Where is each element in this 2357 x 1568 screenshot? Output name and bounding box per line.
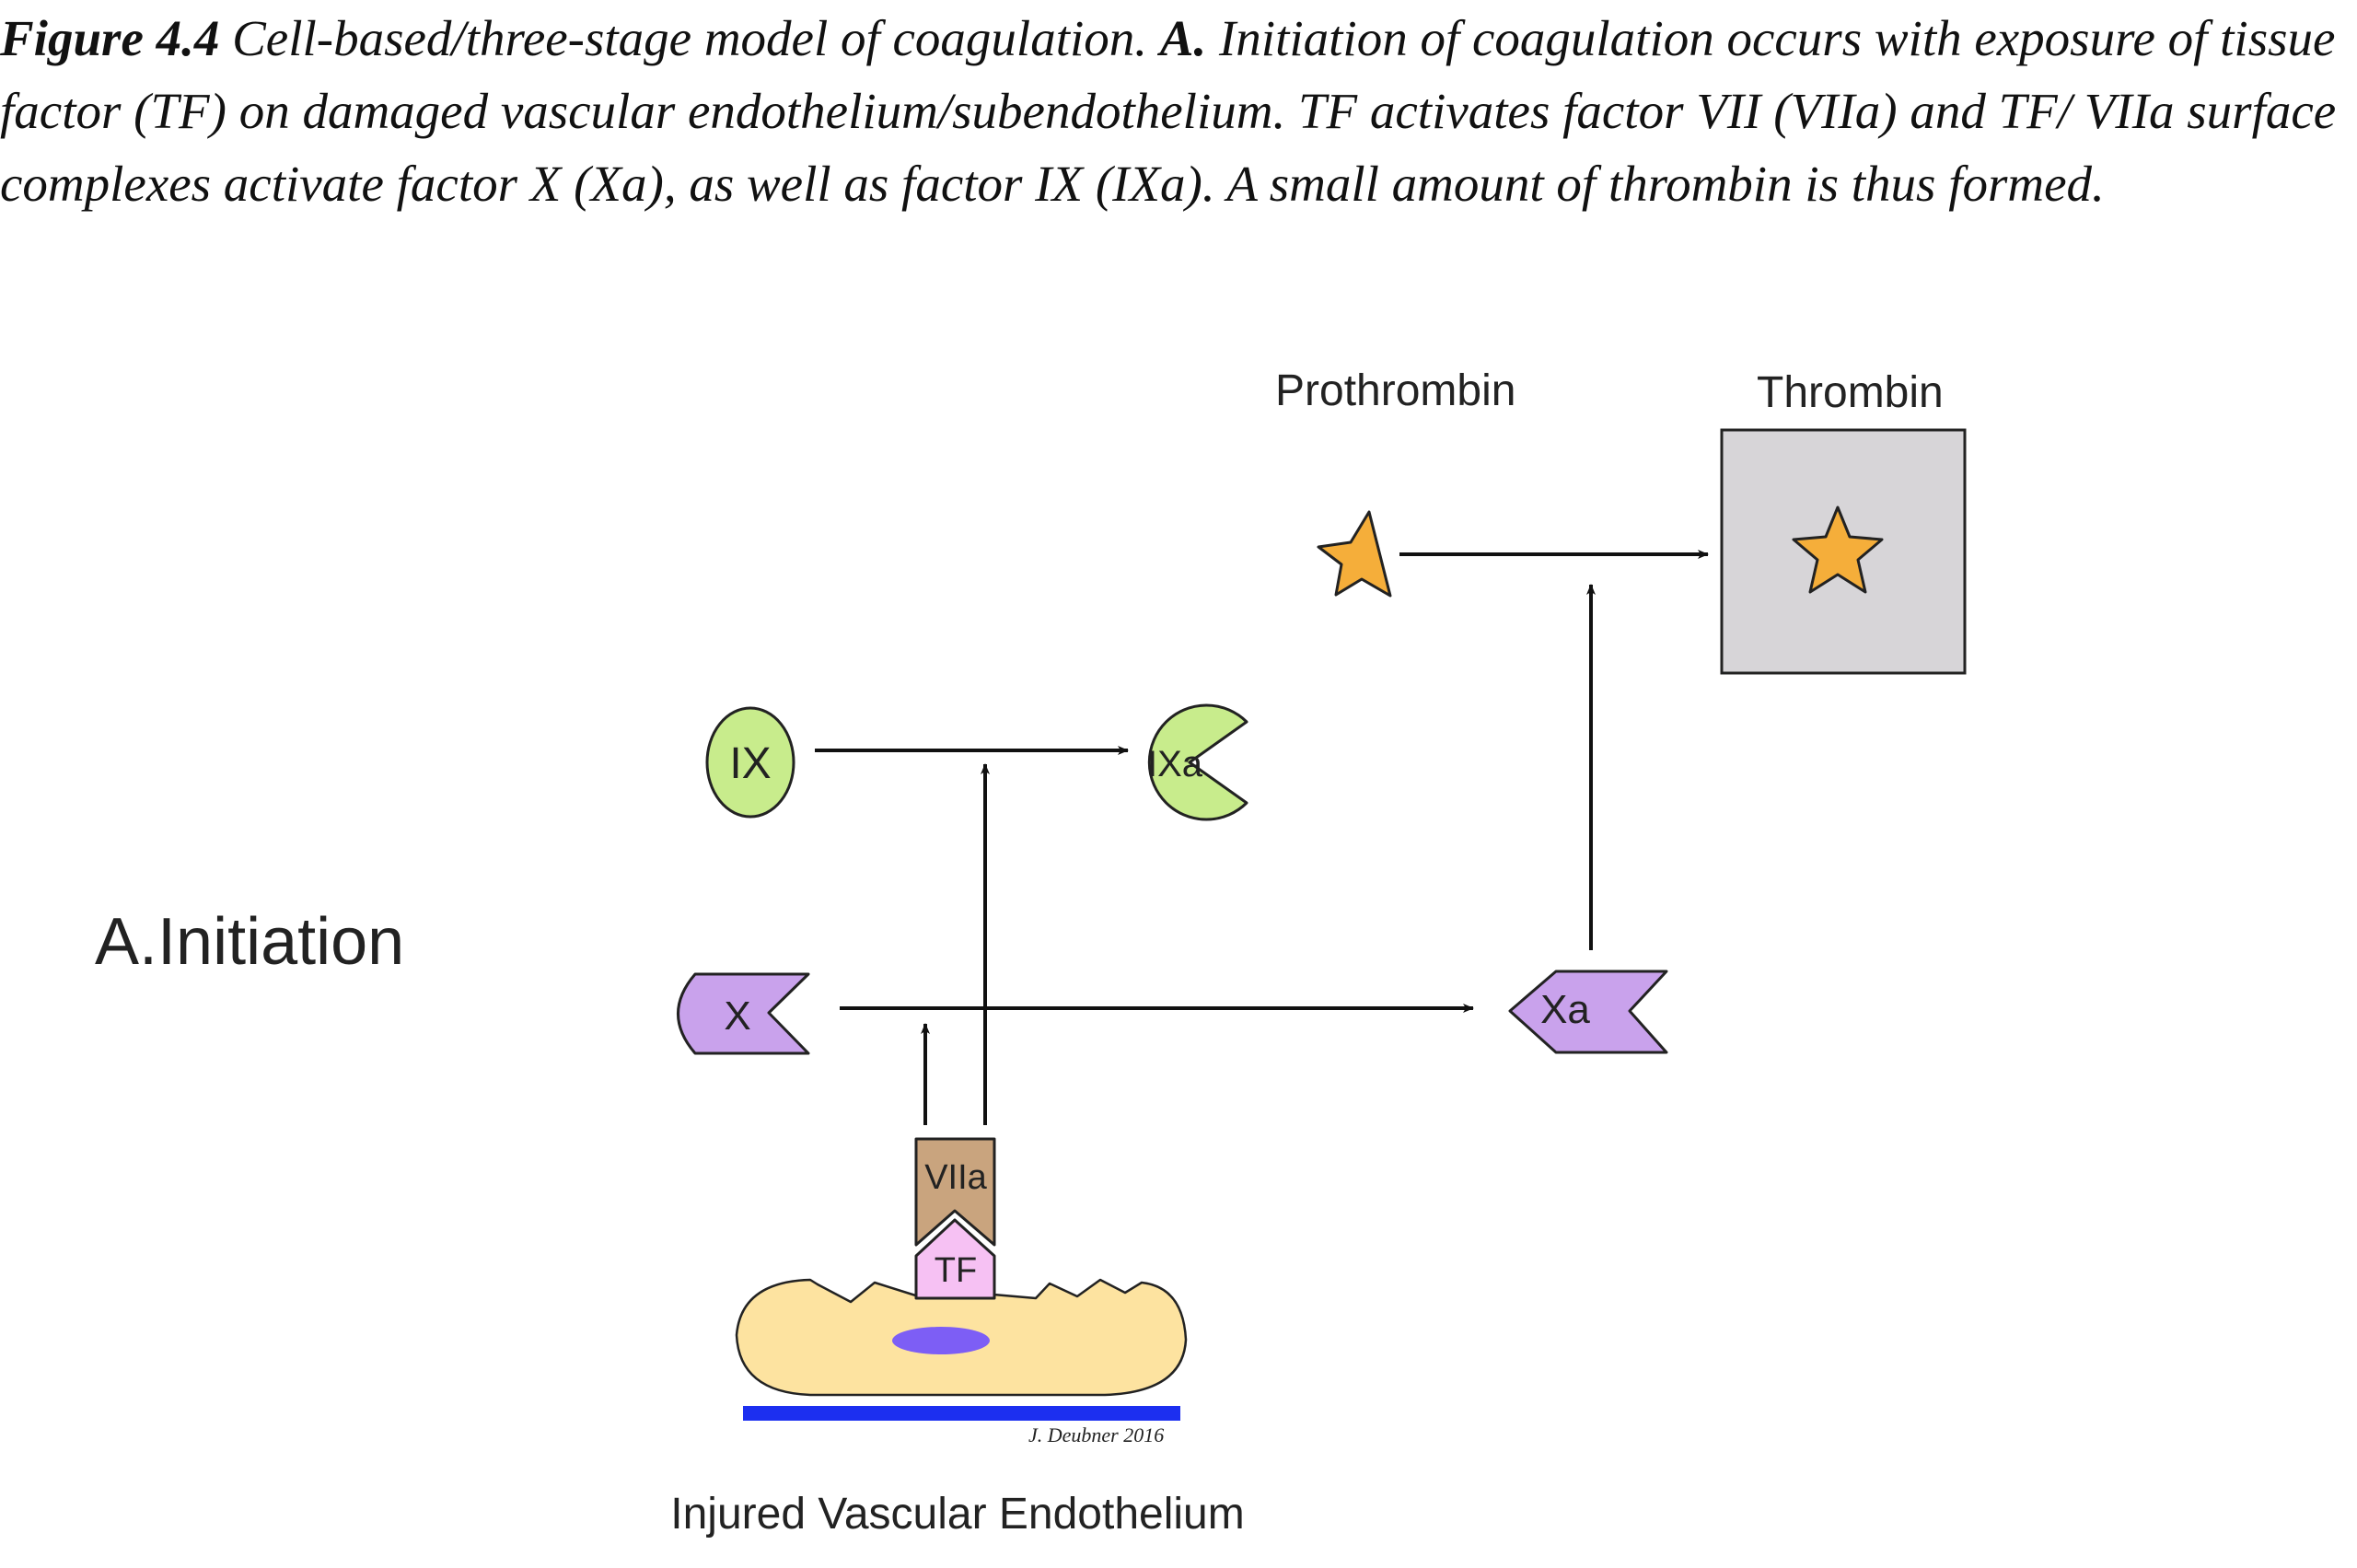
factor-viia-shape [914, 1137, 996, 1247]
factor-x-shape [677, 972, 810, 1055]
caption-panel-label: A. [1159, 10, 1207, 66]
caption-text-2: Initiation of coagulation occurs with ex… [0, 10, 2337, 212]
author-credit: J. Deubner 2016 [1028, 1423, 1164, 1446]
tissue-factor-shape [914, 1218, 996, 1300]
figure-label: Figure 4.4 [0, 10, 220, 66]
thrombin-star-icon [1792, 505, 1884, 594]
tissue-factor-label: TF [935, 1251, 977, 1290]
factor-xa-label: Xa [1540, 987, 1590, 1032]
basement-membrane [743, 1406, 1180, 1421]
caption-text-1: Cell-based/three-stage model of coagulat… [219, 10, 1160, 66]
prothrombin-label: Prothrombin [1275, 366, 1515, 415]
thrombin-label: Thrombin [1757, 368, 1944, 417]
factor-ix-label: IX [729, 739, 771, 788]
factor-x-label: X [724, 993, 750, 1039]
cell-nucleus [892, 1327, 990, 1354]
figure-caption: Figure 4.4 Cell-based/three-stage model … [0, 2, 2339, 220]
factor-viia-label: VIIa [924, 1158, 987, 1197]
prothrombin-star-icon [1317, 510, 1392, 598]
endothelium-label: Injured Vascular Endothelium [670, 1490, 1244, 1539]
stage-label: A.Initiation [95, 905, 404, 979]
factor-ixa-label: IXa [1147, 744, 1203, 784]
factor-ixa-shape [1147, 703, 1248, 821]
factor-ix-shape [705, 706, 795, 819]
factor-xa-shape [1508, 970, 1668, 1054]
